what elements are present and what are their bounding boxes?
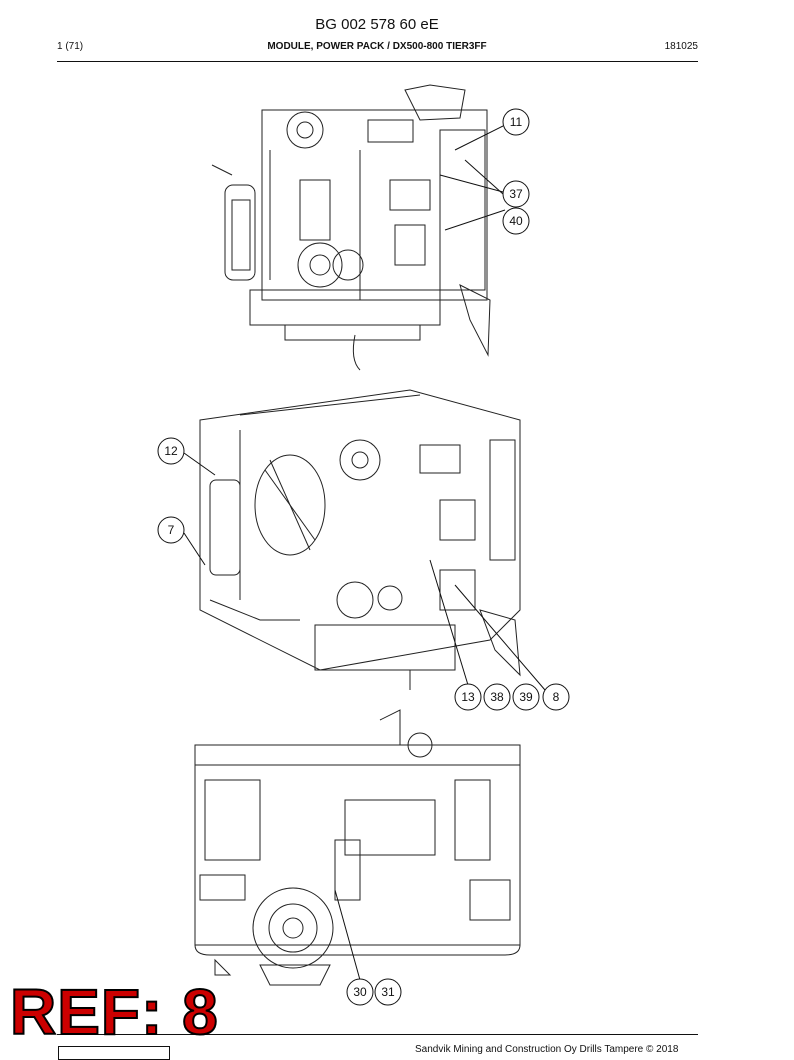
footer-rule — [57, 1034, 698, 1035]
svg-text:13: 13 — [461, 690, 475, 704]
document-title: MODULE, POWER PACK / DX500-800 TIER3FF — [267, 41, 487, 52]
callout-31: 31 — [374, 978, 402, 1006]
svg-text:39: 39 — [519, 690, 533, 704]
svg-text:40: 40 — [509, 214, 523, 228]
drawing-view-isometric — [199, 389, 521, 690]
svg-text:8: 8 — [553, 690, 560, 704]
callout-13: 13 — [454, 683, 482, 711]
svg-text:12: 12 — [164, 444, 178, 458]
svg-text:7: 7 — [168, 523, 175, 537]
svg-text:31: 31 — [381, 985, 395, 999]
document-code: BG 002 578 60 eE — [315, 16, 439, 33]
callout-39: 39 — [512, 683, 540, 711]
callout-37: 37 — [502, 180, 530, 208]
svg-text:37: 37 — [509, 187, 523, 201]
callout-40: 40 — [502, 207, 530, 235]
header-rule — [57, 61, 698, 62]
company-logo — [58, 1046, 170, 1060]
svg-text:30: 30 — [353, 985, 367, 999]
leader-lines — [183, 125, 546, 981]
callout-8: 8 — [542, 683, 570, 711]
callout-12: 12 — [157, 437, 185, 465]
drawing-view-side — [211, 84, 491, 371]
callout-30: 30 — [346, 978, 374, 1006]
callout-11: 11 — [502, 108, 530, 136]
drawing-view-front — [194, 709, 521, 986]
svg-text:38: 38 — [490, 690, 504, 704]
copyright-footer: Sandvik Mining and Construction Oy Drill… — [415, 1044, 679, 1055]
document-date: 181025 — [664, 41, 698, 52]
page-number: 1 (71) — [57, 41, 84, 52]
reference-stamp: REF: 8 — [9, 976, 219, 1048]
svg-text:11: 11 — [510, 115, 523, 129]
callout-38: 38 — [483, 683, 511, 711]
callout-7: 7 — [157, 516, 185, 544]
